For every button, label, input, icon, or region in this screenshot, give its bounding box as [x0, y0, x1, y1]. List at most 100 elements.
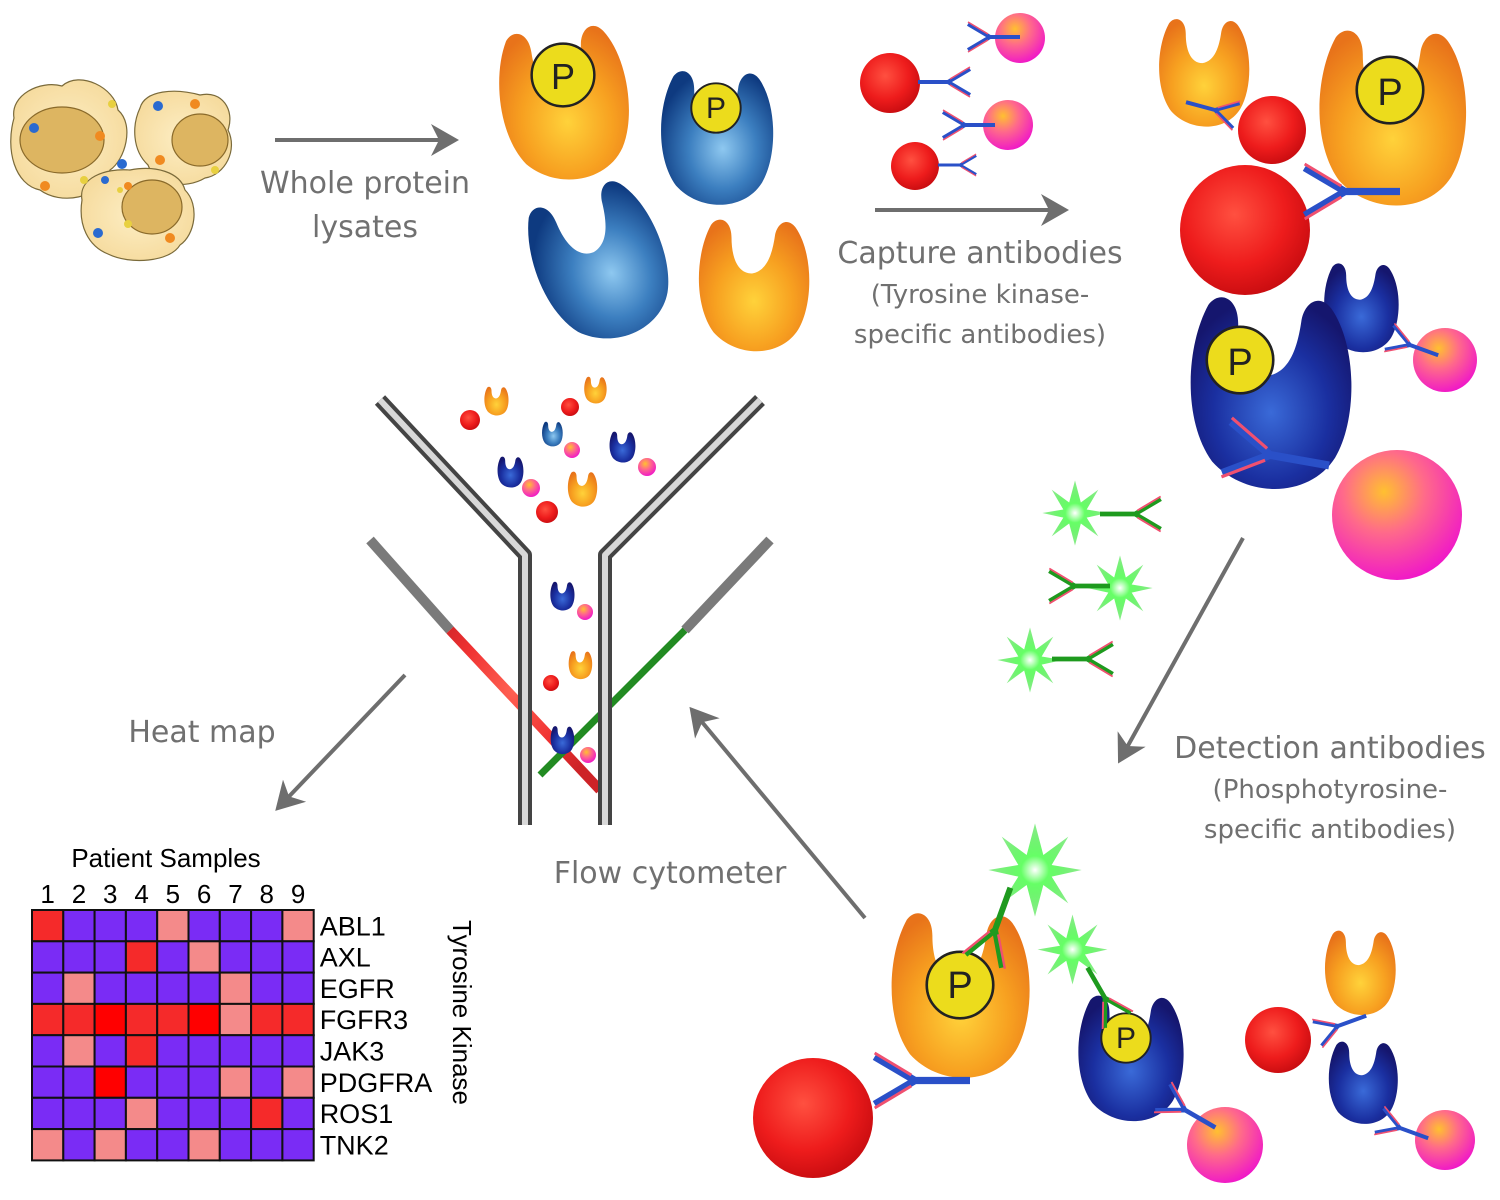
heatmap-kinase-label: ABL1 — [320, 911, 386, 941]
heatmap-cell — [93, 971, 127, 1005]
label-lysate-2: lysates — [312, 210, 418, 245]
heatmap-cell — [187, 1128, 221, 1162]
heatmap-cell — [156, 1096, 190, 1131]
heatmap-cell — [31, 940, 65, 974]
arrow-heatmap — [275, 673, 407, 811]
heatmap-cell — [156, 1002, 190, 1037]
heatmap-cell — [187, 1065, 221, 1099]
heatmap-cell — [250, 1002, 284, 1037]
heatmap-cell — [218, 909, 253, 943]
heatmap-cell — [250, 1096, 284, 1131]
heatmap-kinase-label: ROS1 — [320, 1099, 394, 1129]
label-flow-cytometer: Flow cytometer — [554, 856, 787, 891]
heatmap-kinase-label: PDGFRA — [320, 1068, 433, 1098]
heatmap-sample-label: 7 — [228, 879, 242, 909]
heatmap-kinase-label: FGFR3 — [320, 1005, 409, 1035]
heatmap-cell — [93, 909, 127, 943]
heatmap-cell — [281, 1065, 315, 1099]
label-detection-sub-1: (Phosphotyrosine- — [1213, 775, 1448, 805]
heatmap-sample-label: 9 — [291, 879, 305, 909]
heatmap-cell — [218, 940, 253, 974]
heatmap-cell — [62, 909, 96, 943]
label-detection-sub-2: specific antibodies) — [1204, 815, 1456, 845]
heatmap-cell — [156, 909, 190, 943]
heatmap-cell — [250, 971, 284, 1005]
flow-cytometer — [366, 376, 774, 825]
heatmap-cell — [250, 1034, 284, 1068]
heatmap-sample-label: 2 — [72, 879, 86, 909]
heatmap-sample-label: 8 — [260, 879, 274, 909]
heatmap-cells — [31, 909, 315, 1162]
heatmap-sample-label: 6 — [197, 879, 211, 909]
heatmap-cell — [31, 971, 65, 1005]
heatmap-cell — [62, 1034, 96, 1068]
lysate-kinases: P P — [491, 19, 810, 359]
heatmap-cell — [124, 940, 159, 974]
heatmap-cell — [281, 1128, 315, 1162]
heatmap-cell — [187, 909, 221, 943]
heatmap-cell — [31, 1128, 65, 1162]
label-detection-title: Detection antibodies — [1174, 731, 1486, 766]
heatmap-cell — [218, 1096, 253, 1131]
heatmap-cell — [281, 909, 315, 943]
phospho-p-5: P — [947, 965, 972, 1007]
heatmap-cell — [93, 1065, 127, 1099]
heatmap-cell — [218, 1034, 253, 1068]
heatmap-cell — [93, 1002, 127, 1037]
heatmap-title: Patient Samples — [71, 843, 260, 873]
heatmap-cell — [124, 909, 159, 943]
heatmap-cell — [218, 971, 253, 1005]
heatmap-cell — [187, 1034, 221, 1068]
heatmap-cell — [31, 1065, 65, 1099]
heatmap-cell — [62, 1065, 96, 1099]
heatmap-cell — [93, 940, 127, 974]
heatmap-cell — [31, 1096, 65, 1131]
heatmap-cell — [31, 1034, 65, 1068]
heatmap-cell — [62, 1128, 96, 1162]
heatmap-cell — [218, 1128, 253, 1162]
heatmap-cell — [124, 1065, 159, 1099]
heatmap-cell — [281, 1034, 315, 1068]
heatmap-cell — [218, 1002, 253, 1037]
cells-illustration — [10, 79, 233, 262]
heatmap-cell — [281, 971, 315, 1005]
phospho-p-3: P — [1377, 72, 1402, 114]
heatmap-sample-label: 1 — [40, 879, 54, 909]
heatmap-cell — [218, 1065, 253, 1099]
heatmap-axis-label: Tyrosine Kinase — [447, 920, 477, 1105]
heatmap-cell — [31, 1002, 65, 1037]
heatmap-cell — [156, 1034, 190, 1068]
heatmap-cell — [250, 1065, 284, 1099]
heatmap-cell — [187, 971, 221, 1005]
heatmap-sample-label: 3 — [103, 879, 117, 909]
phospho-p-4: P — [1227, 342, 1252, 384]
heatmap-cell — [62, 940, 96, 974]
heatmap-cell — [62, 1002, 96, 1037]
heatmap-sample-label: 4 — [134, 879, 148, 909]
label-capture-title: Capture antibodies — [837, 236, 1122, 271]
heatmap-cell — [156, 1065, 190, 1099]
arrow-detection — [1117, 537, 1245, 764]
heatmap-cell — [93, 1128, 127, 1162]
label-lysate-1: Whole protein — [260, 166, 470, 201]
heatmap-cell — [187, 940, 221, 974]
heatmap-cell — [124, 1096, 159, 1131]
arrow-flow — [689, 706, 867, 920]
phospho-p-6: P — [1116, 1022, 1136, 1055]
heatmap-cell — [124, 1002, 159, 1037]
heatmap-cell — [31, 909, 65, 943]
heatmap-cell — [93, 1096, 127, 1131]
heatmap-kinase-label: EGFR — [320, 974, 395, 1004]
capture-antibodies — [860, 13, 1045, 190]
label-heat-map: Heat map — [128, 715, 275, 750]
detection-antibodies — [997, 480, 1160, 693]
label-capture-sub-2: specific antibodies) — [854, 320, 1106, 350]
heatmap-cell — [156, 940, 190, 974]
heatmap-cell — [124, 971, 159, 1005]
heatmap-cell — [250, 909, 284, 943]
label-capture-sub-1: (Tyrosine kinase- — [871, 280, 1090, 310]
